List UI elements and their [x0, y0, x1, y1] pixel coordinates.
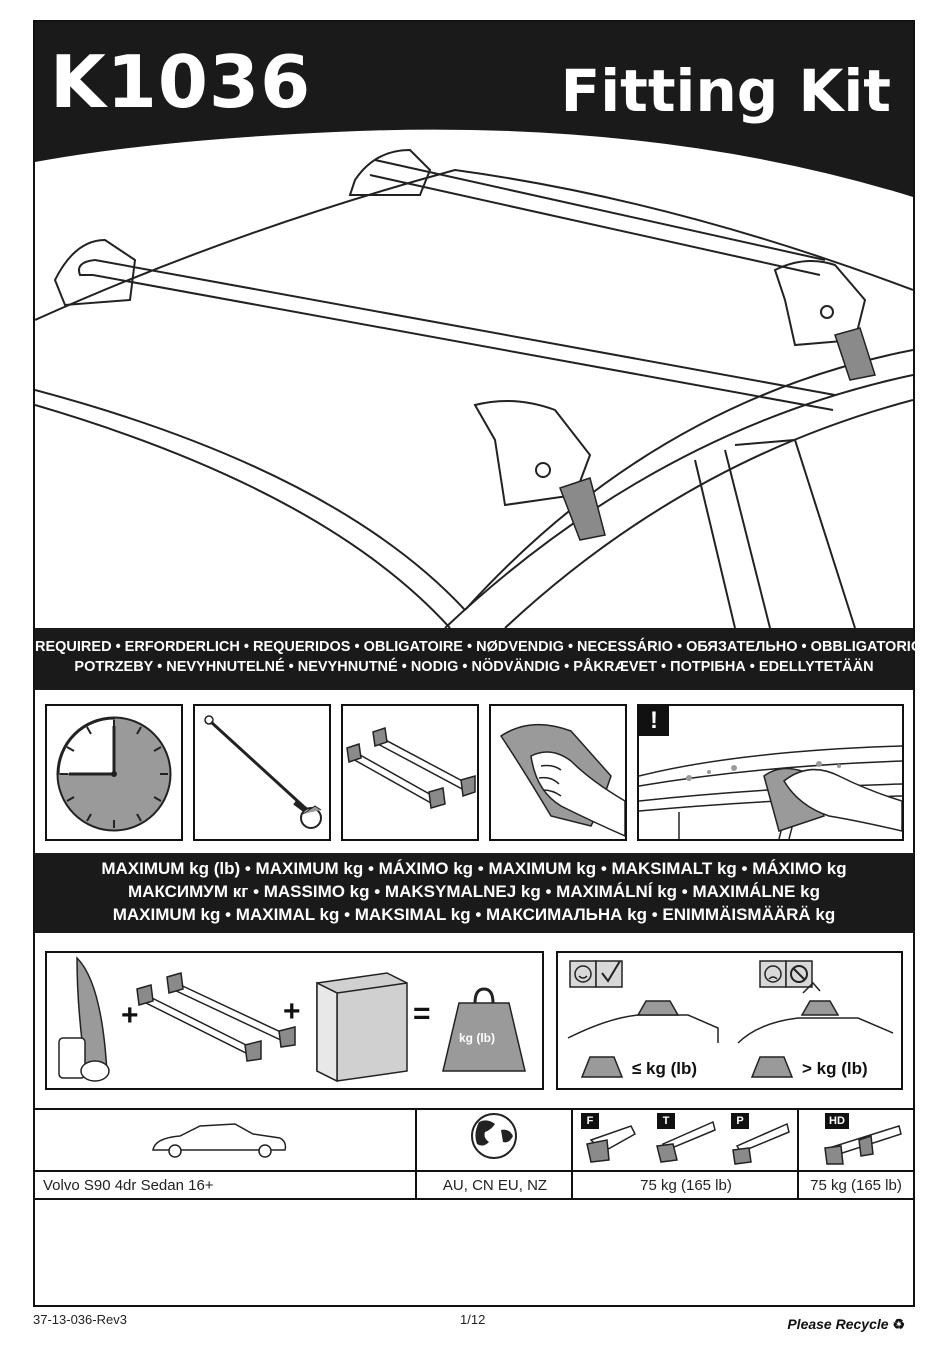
load-distribution-panel: ≤ kg (lb) > kg (lb) [556, 951, 903, 1090]
max-load-exceed-label: > kg (lb) [802, 1059, 868, 1078]
key-tool-icon [204, 715, 322, 829]
required-time-box [45, 704, 183, 841]
region-column [417, 1108, 573, 1198]
required-key-box [193, 704, 331, 841]
badge-p: P [731, 1113, 749, 1129]
maximum-band: MAXIMUM kg (lb) • MAXIMUM kg • MÁXIMO kg… [35, 853, 913, 933]
page-frame [33, 20, 915, 1307]
maximum-line-3: MAXIMUM kg • MAXIMAL kg • MAKSIMAL kg • … [112, 905, 836, 924]
kit-code: K1036 [50, 40, 312, 124]
table-top-line [35, 1108, 913, 1110]
load-hd-column: HD [799, 1108, 913, 1198]
header-background [35, 22, 913, 197]
warning-icon: ! [639, 706, 669, 736]
hd-bar-profile-icon [824, 1125, 902, 1165]
clock-icon [56, 716, 172, 832]
load-equation-panel: + + = kg (lb) [45, 951, 544, 1090]
required-warning-box: ! [637, 704, 904, 841]
load-ftp-column: F T P [573, 1108, 799, 1198]
hero-roof-rack-illustration [35, 148, 913, 628]
table-mid-line [35, 1170, 913, 1172]
badge-f: F [581, 1113, 599, 1129]
vehicle-name: Volvo S90 4dr Sedan 16+ [43, 1177, 214, 1194]
recycle-text: Please Recycle [787, 1316, 889, 1332]
vehicle-table: F T P HD Volvo S90 4dr Sedan 16+ AU, CN … [35, 1108, 913, 1200]
load-equation-illustration [58, 956, 526, 1083]
maximum-line-1: MAXIMUM kg (lb) • MAXIMUM kg • MÁXIMO kg… [101, 859, 847, 878]
badge-t: T [657, 1113, 675, 1129]
maximum-line-2: МАКСИМУМ кг • MASSIMO kg • MAKSYMALNEJ k… [128, 882, 820, 901]
globe-icon [471, 1113, 517, 1159]
table-bottom-line [35, 1198, 913, 1200]
load-hd-value: 75 kg (165 lb) [810, 1177, 902, 1194]
region-list: AU, CN EU, NZ [442, 1177, 548, 1194]
required-band: REQUIRED • ERFORDERLICH • REQUERIDOS • O… [35, 628, 923, 690]
load-ftp-value: 75 kg (165 lb) [640, 1177, 732, 1194]
roof-bars-icon [346, 727, 476, 809]
plus-sign-1: + [121, 999, 139, 1032]
max-load-ok-label: ≤ kg (lb) [632, 1059, 698, 1078]
equals-sign: = [413, 997, 431, 1030]
required-bars-box [341, 704, 479, 841]
car-icon [152, 1123, 287, 1158]
header: K1036 Fitting Kit [35, 22, 913, 197]
load-distribution-illustration [567, 960, 894, 1078]
required-line-2: POTRZEBY • NEVYHNUTELNÉ • NEVYHNUTNÉ • N… [74, 659, 874, 675]
document-code: 37-13-036-Rev3 [33, 1312, 127, 1327]
plus-sign-2: + [283, 995, 301, 1028]
recycle-icon: ♻ [892, 1316, 905, 1332]
cloth-hand-icon [499, 723, 626, 838]
bar-profiles-icon [586, 1120, 790, 1165]
required-line-1: REQUIRED • ERFORDERLICH • REQUERIDOS • O… [35, 639, 923, 655]
weight-label: kg (lb) [459, 1031, 495, 1045]
required-cleaning-box [489, 704, 627, 841]
badge-hd: HD [825, 1113, 849, 1129]
clean-roof-illustration [639, 745, 902, 839]
vehicle-column [35, 1108, 417, 1198]
kit-title: Fitting Kit [560, 57, 891, 125]
page-number: 1/12 [460, 1312, 486, 1327]
recycle-note: Please Recycle ♻ [787, 1316, 905, 1333]
